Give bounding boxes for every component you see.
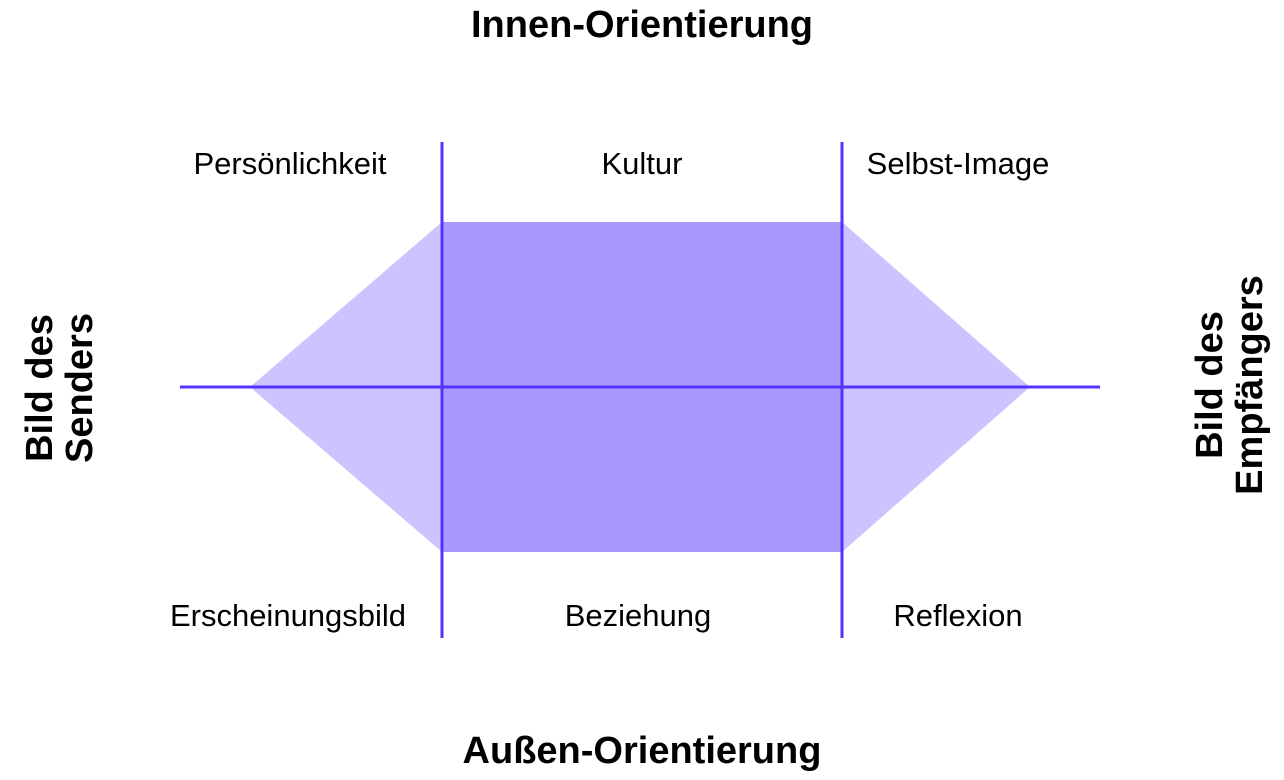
label-beziehung: Beziehung <box>564 598 712 633</box>
label-reflexion: Reflexion <box>893 598 1023 633</box>
bottom-axis-title: Außen-Orientierung <box>462 730 822 772</box>
right-axis-line-1: Bild des <box>1189 311 1231 459</box>
top-axis-title: Innen-Orientierung <box>471 4 813 46</box>
left-axis-title: Bild des Senders <box>19 288 101 488</box>
right-axis-line-2: Empfängers <box>1229 275 1271 495</box>
label-selbst-image: Selbst-Image <box>866 146 1050 181</box>
label-kultur: Kultur <box>601 146 683 181</box>
left-axis-line-2: Senders <box>59 313 101 463</box>
label-erscheinungsbild: Erscheinungsbild <box>169 598 407 633</box>
left-axis-line-1: Bild des <box>19 314 61 462</box>
right-axis-title: Bild des Empfängers <box>1189 265 1271 505</box>
label-persoenlichkeit: Persönlichkeit <box>193 146 387 181</box>
